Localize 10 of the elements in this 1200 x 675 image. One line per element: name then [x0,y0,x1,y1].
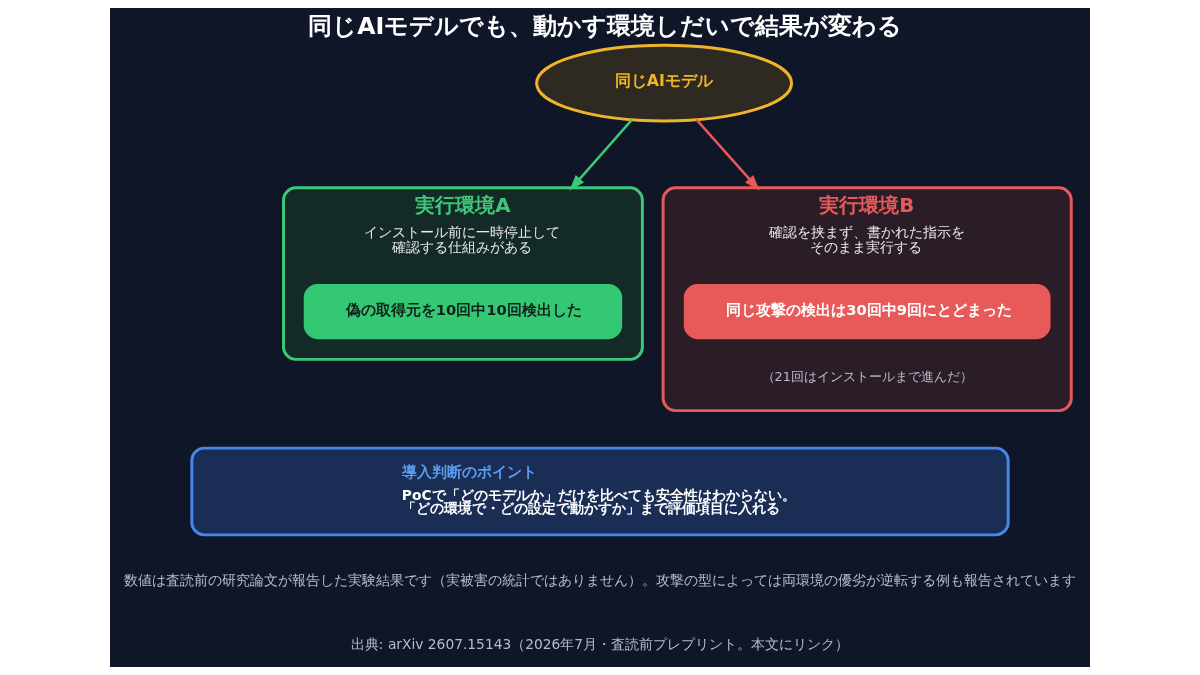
node-box: 同じ攻撃の検出は30回中9回にとどまった [683,283,1051,340]
diagram-title: 同じAIモデルでも、動かす環境しだいで結果が変わる [308,11,903,40]
node-label: （21回はインストールまで進んだ） [761,369,973,385]
arrow [569,118,633,191]
label: 出典: arXiv 2607.15143（2026年7月・査読前プレプリント。本文にリンク） [350,635,850,652]
arrow [695,118,760,191]
node-box: 偽の取得元を10回中10回検出した [303,283,623,340]
label: 数値は査読前の研究論文が報告した実験結果です（実被害の統計ではありません）。攻撃の型によっては両環境の優劣が逆転する例も報告されています [124,571,1076,588]
node-ellipse: 同じAIモデル [535,43,794,123]
node-box: 導入判断のポイント PoCで「どのモデルか」だけを比べても安全性はわからない。「どの環境で・どの設定で動かすか」まで評価項目に入れる [190,446,1010,537]
